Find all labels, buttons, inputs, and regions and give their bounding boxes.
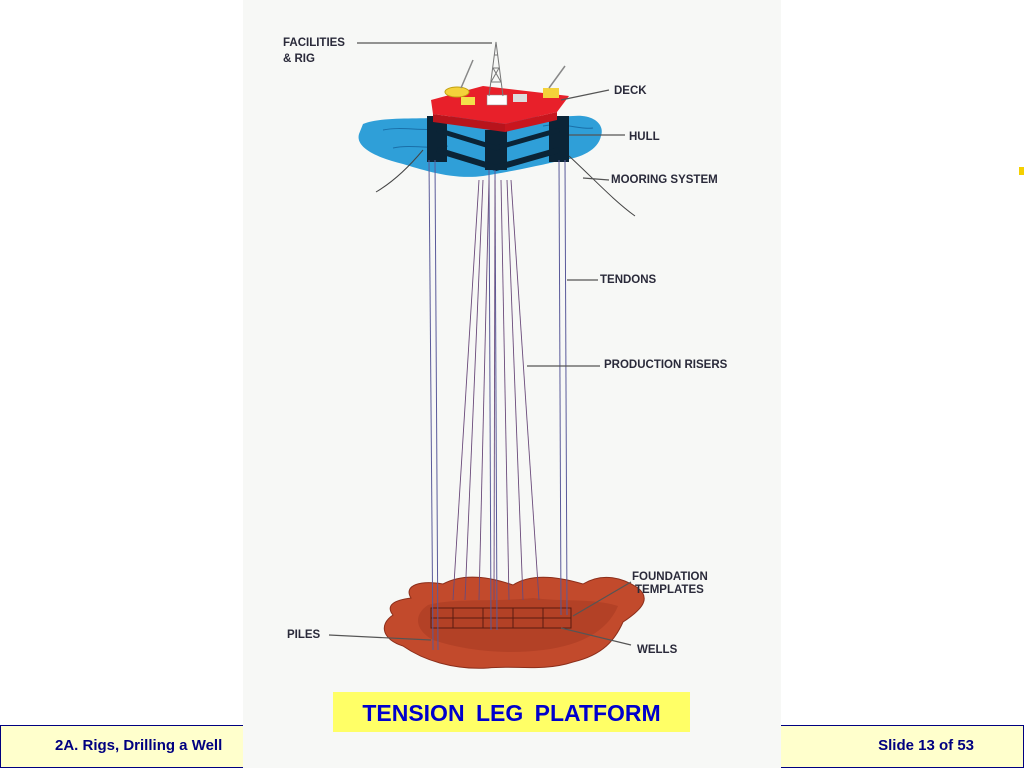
footer-slide-number: Slide 13 of 53: [878, 737, 974, 754]
diagram-panel: FACILITIES & RIG DECK HULL MOORING SYSTE…: [243, 0, 781, 768]
hull: [427, 116, 569, 172]
tendons: [428, 159, 568, 651]
diagram-title: TENSION LEG PLATFORM: [362, 700, 661, 726]
deck: [431, 86, 569, 132]
leader-lines: [328, 42, 632, 646]
mooring-lines: [375, 149, 636, 217]
derrick-icon: [488, 41, 504, 97]
edge-marker: [1019, 167, 1024, 175]
label-facilities: FACILITIES: [283, 37, 345, 49]
water-surface: [358, 115, 602, 177]
label-rig: & RIG: [283, 53, 315, 65]
tension-leg-platform-diagram: FACILITIES & RIG DECK HULL MOORING SYSTE…: [283, 37, 728, 669]
label-foundation: FOUNDATION: [632, 571, 708, 583]
footer-course-title: 2A. Rigs, Drilling a Well: [55, 737, 223, 754]
label-tendons: TENDONS: [600, 274, 657, 286]
label-hull: HULL: [629, 131, 660, 143]
foundation-templates: [430, 607, 572, 629]
seabed-shading: [417, 598, 618, 652]
label-wells: WELLS: [637, 644, 678, 656]
diagram-title-box: TENSION LEG PLATFORM: [333, 692, 690, 732]
label-deck: DECK: [614, 85, 647, 97]
crane-icon: [460, 59, 566, 89]
production-risers: [452, 179, 540, 601]
label-production-risers: PRODUCTION RISERS: [604, 359, 728, 371]
label-templates: TEMPLATES: [635, 584, 704, 596]
label-mooring-system: MOORING SYSTEM: [611, 174, 718, 186]
label-piles: PILES: [287, 629, 321, 641]
